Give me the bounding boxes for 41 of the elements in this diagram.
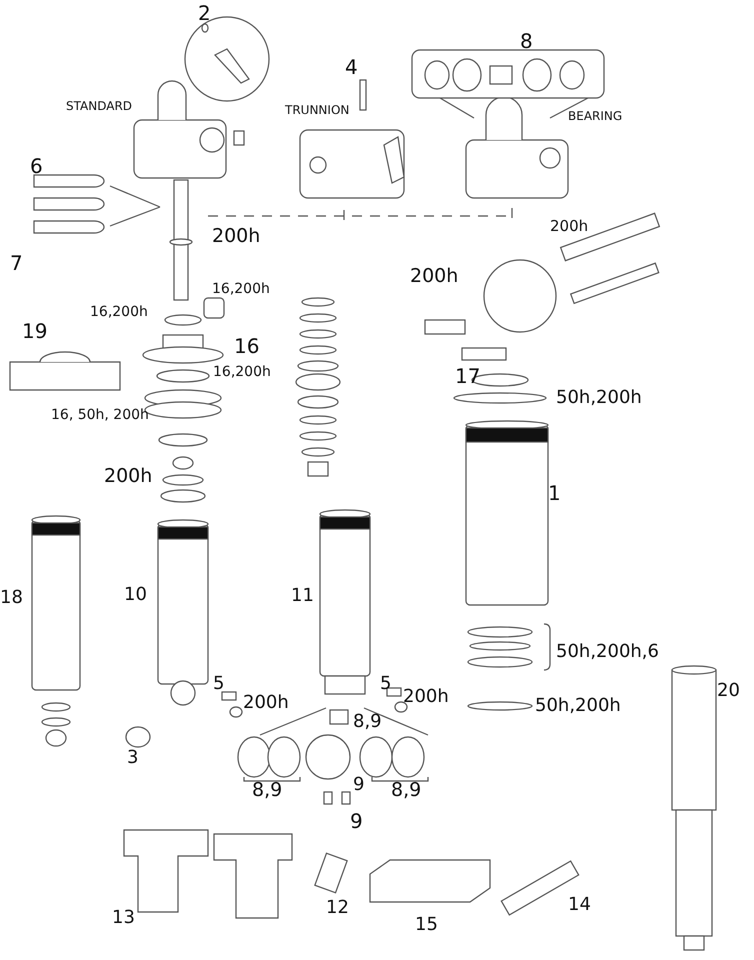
callout-number: 13 <box>112 908 135 928</box>
part-label: 50h,200h,6 <box>556 642 659 662</box>
callout-number: 9 <box>350 810 363 832</box>
callout-number: 6 <box>30 155 43 177</box>
part-label: 16,200h <box>213 365 271 380</box>
callout-number: 5 <box>380 674 392 694</box>
part-label: 50h,200h <box>556 388 642 408</box>
part-label: 16,200h <box>212 282 270 298</box>
part-label: 200h <box>403 687 449 707</box>
callout-number: 11 <box>291 586 314 606</box>
part-label: 200h <box>212 226 260 247</box>
part-label: 8,9 <box>252 780 282 801</box>
callout-number: 1 <box>548 482 561 504</box>
callout-number: 5 <box>213 674 224 694</box>
part-label: 8,9 <box>353 712 382 732</box>
callout-number: 20 <box>717 681 740 701</box>
callout-number: 15 <box>415 915 438 935</box>
part-label: 200h <box>104 466 152 487</box>
part-label: 200h <box>410 266 458 287</box>
part-label: 200h <box>550 218 588 234</box>
part-label: 16, 50h, 200h <box>51 408 149 424</box>
callout-number: 4 <box>345 56 358 78</box>
callout-number: 3 <box>127 748 138 768</box>
part-label: STANDARD <box>66 100 132 114</box>
callout-number: 10 <box>124 585 147 605</box>
callout-number: 8 <box>520 30 533 52</box>
callout-number: 19 <box>22 320 48 342</box>
part-label: 8,9 <box>391 780 422 801</box>
callout-number: 9 <box>353 775 364 795</box>
callout-number: 12 <box>326 898 349 918</box>
callout-number: 7 <box>10 252 23 274</box>
part-label: 16,200h <box>90 305 148 320</box>
callout-number: 17 <box>455 365 480 387</box>
callout-number: 14 <box>568 895 591 915</box>
part-label: 50h,200h <box>535 696 621 716</box>
part-label: BEARING <box>568 110 622 124</box>
part-label: TRUNNION <box>285 104 350 118</box>
callout-number: 2 <box>198 2 211 24</box>
callout-number: 16 <box>234 335 260 357</box>
callout-number: 18 <box>0 588 23 608</box>
part-label: 200h <box>243 693 289 713</box>
